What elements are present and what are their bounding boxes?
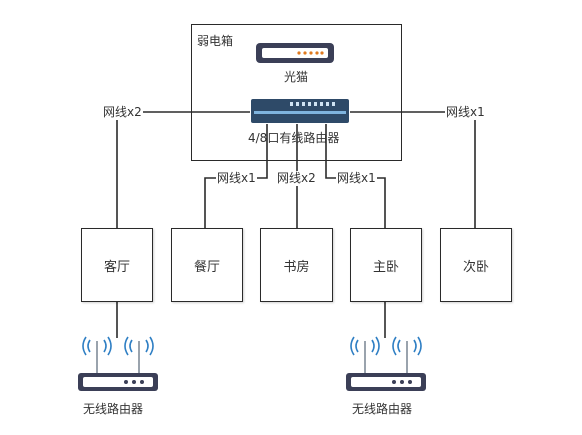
cable-label-master: 网线x1 bbox=[336, 171, 377, 186]
wireless-router-icon bbox=[78, 336, 158, 391]
cable-label-right: 网线x1 bbox=[445, 105, 486, 120]
wired-router-label: 4/8口有线路由器 bbox=[248, 131, 340, 145]
cable-label-dining: 网线x1 bbox=[216, 171, 257, 186]
room-living-label: 客厅 bbox=[103, 259, 130, 275]
room-second: 次卧 bbox=[440, 228, 512, 302]
wireless-router-label-master: 无线路由器 bbox=[352, 402, 413, 416]
room-dining-label: 餐厅 bbox=[193, 259, 220, 275]
room-dining: 餐厅 bbox=[171, 228, 243, 302]
room-study-label: 书房 bbox=[283, 259, 310, 275]
room-study: 书房 bbox=[260, 228, 333, 302]
wired-router-icon bbox=[251, 99, 349, 123]
room-master: 主卧 bbox=[350, 228, 422, 302]
cable-label-study: 网线x2 bbox=[276, 171, 317, 186]
wireless-router-icon bbox=[346, 336, 426, 391]
optical-modem-icon bbox=[256, 43, 334, 63]
cable-label-left: 网线x2 bbox=[102, 105, 143, 120]
weak-current-box bbox=[191, 24, 402, 161]
room-living: 客厅 bbox=[81, 228, 153, 302]
cabinet-title: 弱电箱 bbox=[197, 34, 234, 48]
modem-label: 光猫 bbox=[284, 70, 309, 84]
room-master-label: 主卧 bbox=[372, 259, 399, 275]
wireless-router-label-living: 无线路由器 bbox=[83, 402, 144, 416]
room-second-label: 次卧 bbox=[462, 259, 489, 275]
